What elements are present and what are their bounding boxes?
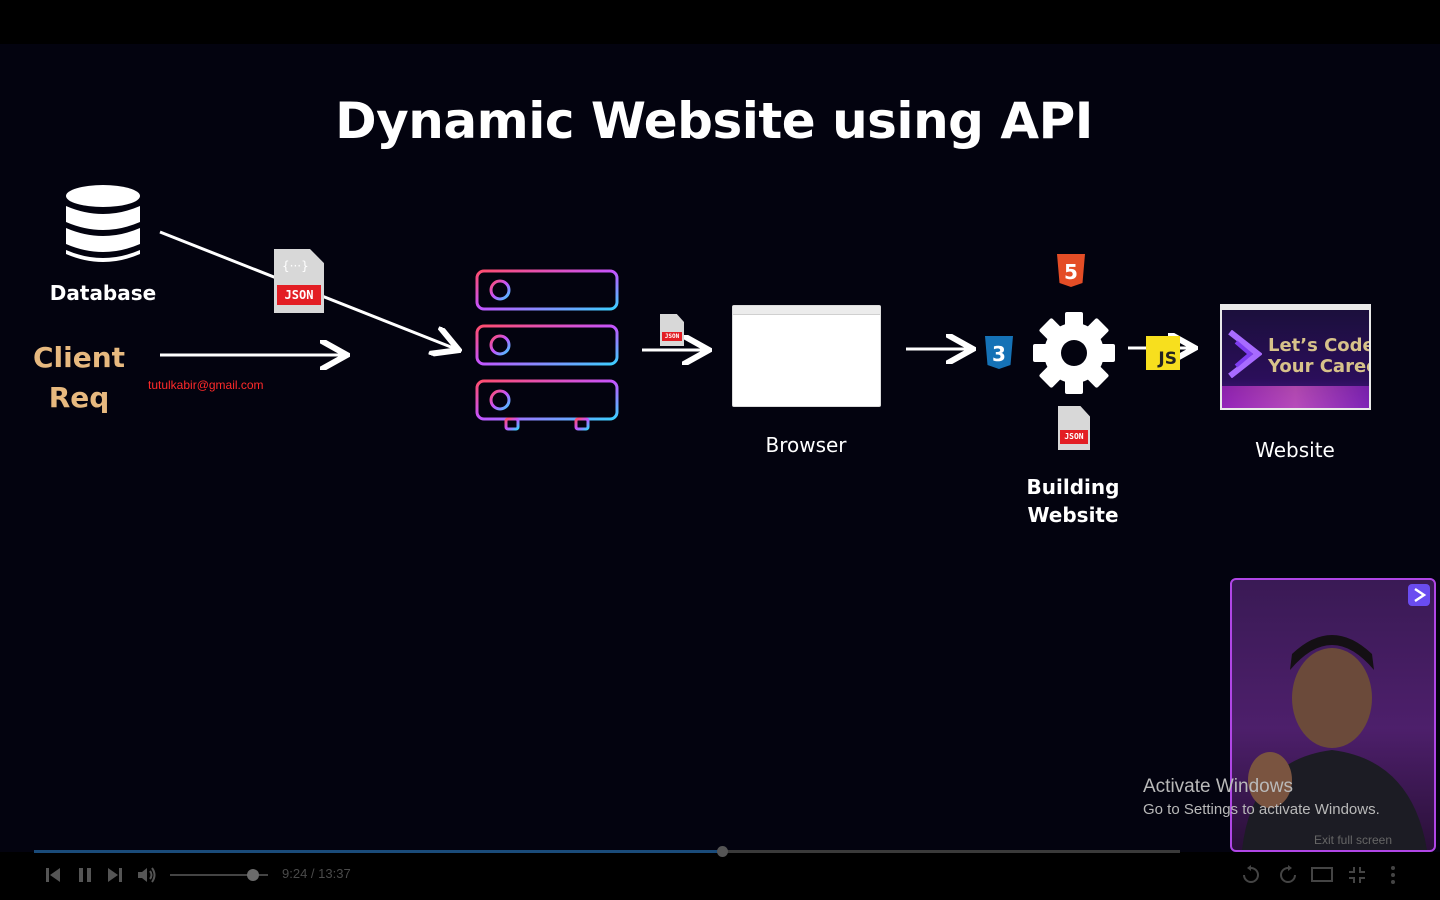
browser-window-icon [732, 305, 881, 407]
activate-windows-subtitle: Go to Settings to activate Windows. [1143, 801, 1380, 818]
json-tag: JSON [277, 285, 321, 305]
more-options-icon[interactable] [1388, 865, 1398, 885]
website-thumb-glow [1222, 386, 1369, 408]
building-website-label: Building Website [1004, 473, 1142, 529]
json-tag-small: JSON [662, 332, 682, 341]
browser-titlebar [733, 306, 880, 315]
rewind-icon[interactable] [1240, 864, 1262, 886]
database-icon [66, 185, 140, 262]
client-line2: Req [48, 381, 110, 414]
website-thumb-line2: Your Career [1268, 356, 1369, 377]
volume-knob[interactable] [247, 869, 260, 881]
play-badge-icon [1414, 587, 1427, 603]
email-watermark: tutulkabir@gmail.com [148, 378, 264, 392]
play-logo-icon [1228, 330, 1262, 378]
pause-icon[interactable] [76, 866, 94, 884]
progress-knob[interactable] [716, 846, 728, 857]
css3-badge-text: 3 [992, 342, 1006, 366]
slide-title: Dynamic Website using API [335, 92, 1093, 150]
building-line1: Building [1026, 475, 1120, 499]
building-line2: Website [1027, 503, 1119, 527]
exit-fullscreen-icon[interactable] [1348, 866, 1366, 884]
presenter-silhouette [1242, 635, 1427, 850]
volume-slider[interactable] [170, 874, 268, 876]
js-badge-text: JS [1158, 349, 1177, 369]
browser-label: Browser [765, 433, 847, 457]
volume-icon[interactable] [136, 865, 158, 885]
channel-logo-icon [1408, 584, 1430, 606]
gear-icon [1033, 312, 1115, 394]
next-icon[interactable] [106, 866, 124, 884]
website-label: Website [1255, 438, 1335, 462]
forward-icon[interactable] [1277, 864, 1299, 886]
website-thumb-line1: Let’s Code [1268, 335, 1371, 356]
database-label: Database [49, 281, 157, 305]
js-icon: JS [1146, 336, 1180, 370]
website-thumbnail: Let’s Code Your Career [1220, 304, 1371, 410]
css3-icon: 3 [985, 336, 1013, 369]
previous-icon[interactable] [44, 866, 62, 884]
flow-arrows [159, 230, 1440, 852]
json-file-small-icon: JSON [660, 314, 684, 346]
video-frame[interactable] [0, 44, 1440, 852]
exit-fullscreen-hint[interactable]: Exit full screen [1314, 833, 1393, 847]
html5-badge-text: 5 [1064, 260, 1078, 284]
client-line1: Client [32, 341, 126, 374]
client-label: Client Req [24, 338, 134, 418]
json-file-icon: {···} JSON [274, 249, 324, 313]
json-braces: {···} [282, 259, 309, 273]
server-icon [475, 269, 619, 431]
json-tag-build: JSON [1060, 430, 1088, 444]
theater-mode-icon[interactable] [1311, 866, 1333, 884]
top-black-bar [0, 0, 1440, 44]
json-file-build-icon: JSON [1058, 406, 1090, 450]
html5-icon: 5 [1057, 254, 1085, 287]
activate-windows-title: Activate Windows [1143, 776, 1293, 797]
presenter-webcam [1230, 578, 1436, 852]
player-controls-bar [0, 852, 1440, 900]
progress-fill [34, 850, 722, 853]
time-display: 9:24 / 13:37 [282, 866, 351, 881]
